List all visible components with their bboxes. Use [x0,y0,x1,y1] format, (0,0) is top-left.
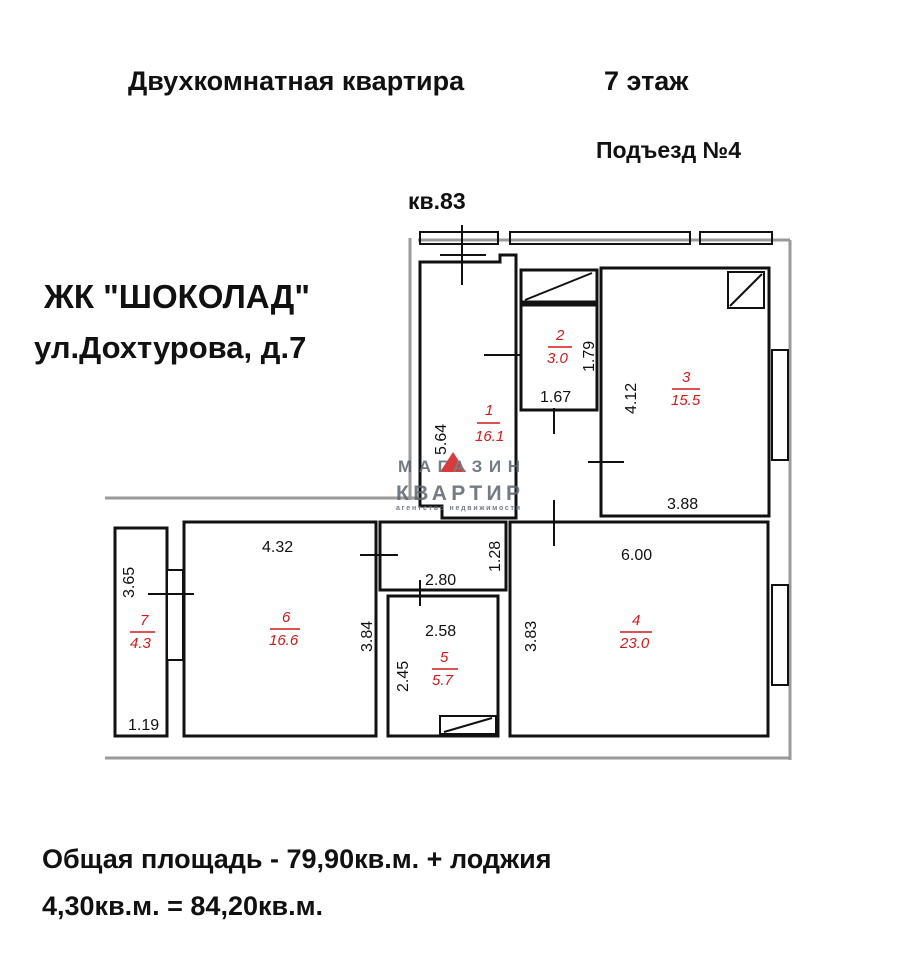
room-4-area: 23.0 [619,635,650,652]
dimension-label: 6.00 [621,547,652,564]
room-1-number: 1 [485,402,493,419]
dimension-label: 2.45 [395,661,412,692]
vent-shafts [439,271,765,735]
watermark-line1: МАГАЗИН [398,457,520,476]
dimension-label: 1.19 [128,717,159,734]
apartment-number: кв.83 [408,188,466,214]
building-walls [105,238,792,760]
room-4-number: 4 [632,612,640,629]
room-2-outline [519,303,599,412]
dimension-label: 5.64 [433,424,450,455]
room-1-outline [418,253,518,520]
dimension-label: 4.12 [623,383,640,414]
dimension-label: 1.79 [581,341,598,372]
dimension-label: 1.28 [487,541,504,572]
dimension-label: 2.80 [425,572,456,589]
watermark: МАГАЗИН КВАРТИР агентство недвижимости [396,452,520,512]
door-marks [148,225,624,606]
dimension-label: 3.83 [523,621,540,652]
room-labels: 1 16.1 2 3.0 3 15.5 4 23.0 5 5.7 6 16.6 … [130,327,701,689]
room-5-number: 5 [440,649,449,666]
dimension-labels: 5.64 1.79 1.67 4.12 3.88 4.32 1.28 6.00 … [121,341,698,734]
room-3-outline [599,266,771,518]
room-6-area: 16.6 [269,632,299,649]
total-area-line1: Общая площадь - 79,90кв.м. + лоджия [42,844,552,874]
room-6-number: 6 [282,609,291,626]
watermark-roof-icon [440,452,466,472]
room-5-area: 5.7 [432,672,454,689]
dimension-label: 2.58 [425,623,456,640]
dimension-label: 4.32 [262,539,293,556]
room-3-number: 3 [682,369,691,386]
dimension-label: 3.84 [359,621,376,652]
watermark-tagline: агентство недвижимости [396,505,520,512]
page-title: Двухкомнатная квартира [128,66,465,96]
dimension-label: 1.67 [540,389,571,406]
entrance-label: Подъезд №4 [596,137,741,163]
room-2-area: 3.0 [547,350,569,367]
room-7-area: 4.3 [130,635,152,652]
top-windows [419,231,773,245]
complex-address: ул.Дохтурова, д.7 [34,330,307,365]
side-windows [166,349,789,686]
dimension-label: 3.65 [121,567,138,598]
room-7-number: 7 [140,612,149,629]
total-area-line2: 4,30кв.м. = 84,20кв.м. [42,891,324,921]
room-1-area: 16.1 [475,428,504,445]
room-2-number: 2 [555,327,565,344]
floor-label: 7 этаж [604,66,689,96]
rooms [113,253,771,738]
room-3-area: 15.5 [671,392,701,409]
room-4-outline [508,520,770,738]
room-5-outline [386,594,500,738]
dimension-label: 3.88 [667,496,698,513]
watermark-line2: КВАРТИР [396,482,520,505]
complex-name: ЖК "ШОКОЛАД" [44,278,310,315]
hall-outline [378,520,508,592]
